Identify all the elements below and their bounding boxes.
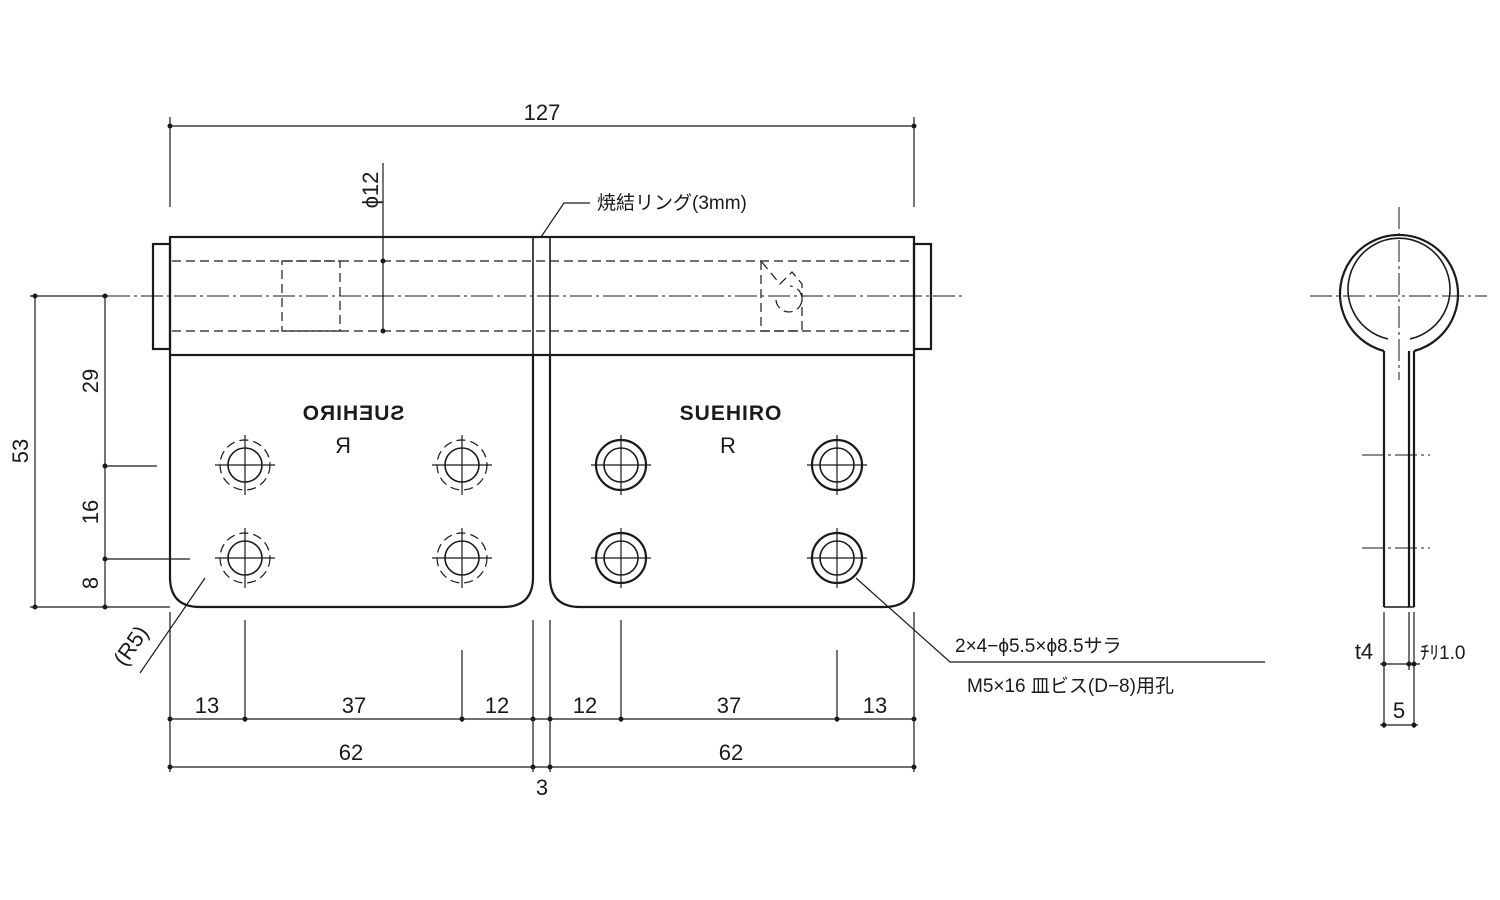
- svg-text:12: 12: [485, 693, 509, 718]
- hand-mark-mirrored: R: [335, 433, 351, 458]
- screw-hole: [591, 528, 651, 588]
- holes-left: [215, 435, 492, 588]
- svg-text:16: 16: [78, 500, 103, 524]
- svg-text:t4: t4: [1355, 639, 1373, 664]
- logo-mirrored: SUEHIRO: [302, 402, 405, 425]
- svg-text:37: 37: [342, 693, 366, 718]
- dim-pin-diameter: ϕ12: [358, 163, 386, 334]
- svg-text:5: 5: [1393, 698, 1405, 723]
- svg-text:29: 29: [78, 369, 103, 393]
- screw-hole: [807, 435, 867, 495]
- svg-text:M5×16 皿ビス(D−8)用孔: M5×16 皿ビス(D−8)用孔: [967, 675, 1174, 697]
- screw-hole: [432, 528, 492, 588]
- svg-text:13: 13: [195, 693, 219, 718]
- holes-right: [591, 435, 867, 588]
- set-screw-hidden: [760, 260, 803, 332]
- svg-text:ϕ12: ϕ12: [358, 172, 383, 209]
- svg-text:13: 13: [863, 693, 887, 718]
- svg-text:37: 37: [717, 693, 741, 718]
- dim-heights: 53 29 16 8: [8, 293, 190, 610]
- hinge-leaf-right: [548, 355, 916, 609]
- dim-corner-radius: (R5): [108, 577, 206, 674]
- svg-text:焼結リング(3mm): 焼結リング(3mm): [597, 192, 747, 214]
- svg-text:2×4−ϕ5.5×ϕ8.5サラ: 2×4−ϕ5.5×ϕ8.5サラ: [955, 636, 1122, 657]
- svg-text:3: 3: [536, 775, 548, 800]
- svg-text:53: 53: [8, 439, 33, 463]
- hinge-leaf-left: [168, 355, 535, 609]
- screw-hole: [591, 435, 651, 495]
- svg-text:8: 8: [78, 577, 103, 589]
- screw-hole: [432, 435, 492, 495]
- screw-hole: [215, 528, 275, 588]
- dim-overall-width: 127: [167, 100, 917, 207]
- hole-spec-callout: 2×4−ϕ5.5×ϕ8.5サラ M5×16 皿ビス(D−8)用孔: [855, 577, 1265, 697]
- dim-hole-pitch: 13 37 12 12 37 13: [167, 612, 917, 772]
- ring-callout: 焼結リング(3mm): [540, 192, 747, 238]
- dim-leaf-widths: 62 62 3: [167, 740, 917, 800]
- svg-text:ﾁﾘ1.0: ﾁﾘ1.0: [1420, 643, 1465, 664]
- svg-text:12: 12: [573, 693, 597, 718]
- screw-hole: [215, 435, 275, 495]
- side-view: t4 ﾁﾘ1.0 5: [1310, 207, 1487, 728]
- logo: SUEHIRO: [680, 402, 783, 425]
- screw-hole: [807, 528, 867, 588]
- svg-text:62: 62: [339, 740, 363, 765]
- hinge-knuckle: [108, 235, 965, 357]
- hand-mark: R: [720, 433, 736, 458]
- svg-text:127: 127: [524, 100, 561, 125]
- svg-text:62: 62: [719, 740, 743, 765]
